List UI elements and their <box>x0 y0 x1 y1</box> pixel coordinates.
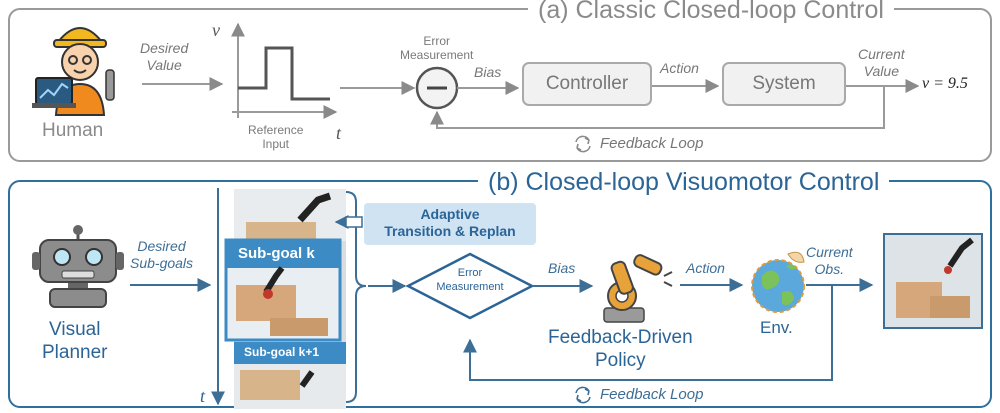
error-diamond-b <box>405 252 535 320</box>
panel-b-title: (b) Closed-loop Visuomotor Control <box>478 168 890 197</box>
feedback-loop-label-a: Feedback Loop <box>600 135 704 152</box>
t-axis-label-a: t <box>336 123 342 143</box>
adaptive-replan-label: Adaptive Transition & Replan <box>384 206 516 239</box>
reference-input-label: Reference Input <box>248 123 304 151</box>
desired-value-label: Desired Value <box>140 40 189 73</box>
feedback-loop-label-b: Feedback Loop <box>600 386 704 403</box>
robot-icon <box>32 225 124 308</box>
controller-box: Controller <box>522 62 652 106</box>
feedback-cycle-icon-b <box>575 386 591 404</box>
subgoal-image-strip <box>224 189 346 409</box>
panel-classic-control <box>8 8 992 162</box>
visual-planner-label: Visual Planner <box>42 319 108 363</box>
output-value-label: v = 9.5 <box>922 75 968 92</box>
error-measurement-label-b: Error Measurement <box>436 267 504 293</box>
subgoal-k-label: Sub-goal k <box>238 245 315 262</box>
v-axis-label: v <box>212 20 220 40</box>
current-value-label: Current Value <box>858 46 905 79</box>
human-label: Human <box>42 120 104 141</box>
human-engineer-icon <box>32 27 115 116</box>
adaptive-box <box>364 203 536 245</box>
robot-arm-icon <box>603 254 673 323</box>
environment-globe-icon <box>751 251 805 313</box>
bias-label-b: Bias <box>548 260 576 276</box>
error-measurement-label-a: Error Measurement <box>400 34 474 62</box>
bias-label-a: Bias <box>474 64 502 80</box>
current-obs-label: Current Obs. <box>806 244 853 277</box>
action-label-b: Action <box>686 260 725 276</box>
policy-label: Feedback-Driven Policy <box>548 327 693 371</box>
t-axis-label-b: t <box>200 386 206 406</box>
action-label-a: Action <box>660 60 699 76</box>
feedback-cycle-icon-a <box>575 135 591 153</box>
system-box: System <box>722 62 846 106</box>
panel-a-title: (a) Classic Closed-loop Control <box>528 0 894 25</box>
subgoal-k1-label: Sub-goal k+1 <box>244 345 320 359</box>
current-observation-image <box>883 233 983 329</box>
desired-subgoals-label: Desired Sub-goals <box>130 238 194 271</box>
env-label: Env. <box>760 318 793 337</box>
